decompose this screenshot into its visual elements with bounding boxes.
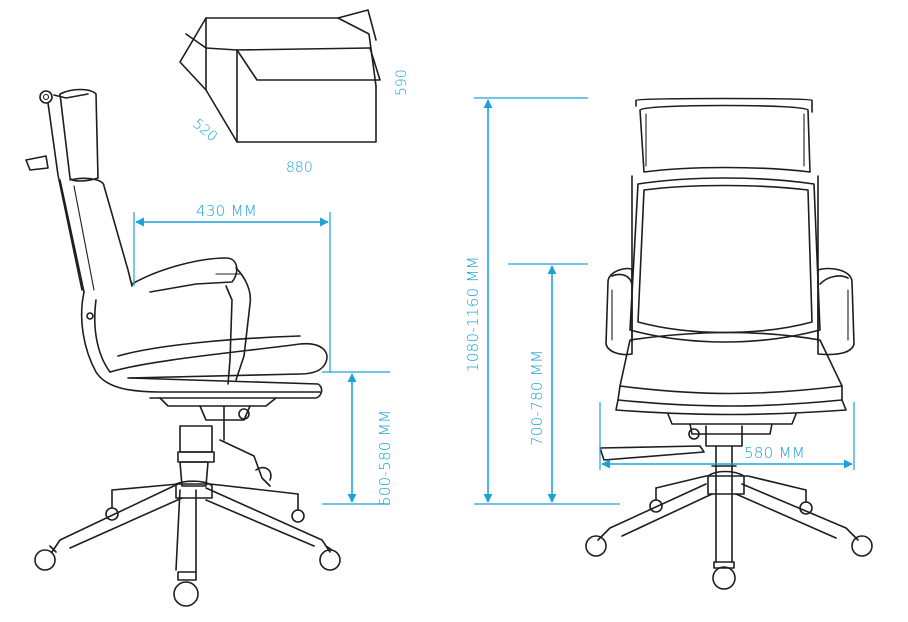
seat-depth-dimension [133,212,331,372]
seat-height-dimension [322,371,390,505]
armrest-height-dimension [508,263,588,503]
chair-side-view-drawing [25,88,341,607]
armrest-height-label: 700-780 MM [528,350,546,446]
total-height-label: 1080-1160 MM [464,256,482,372]
seat-height-label: 500-580 MM [376,410,394,506]
chair-width-label: 580 MM [744,444,805,462]
shipping-box-drawing [179,9,381,143]
box-width-label: 880 [286,160,313,176]
chair-front-view-drawing [585,97,873,590]
box-height-label: 590 [394,69,410,96]
box-depth-label: 520 [189,116,220,145]
chair-width-dimension [599,402,855,470]
seat-depth-label: 430 MM [196,202,257,220]
total-height-dimension [474,97,620,505]
